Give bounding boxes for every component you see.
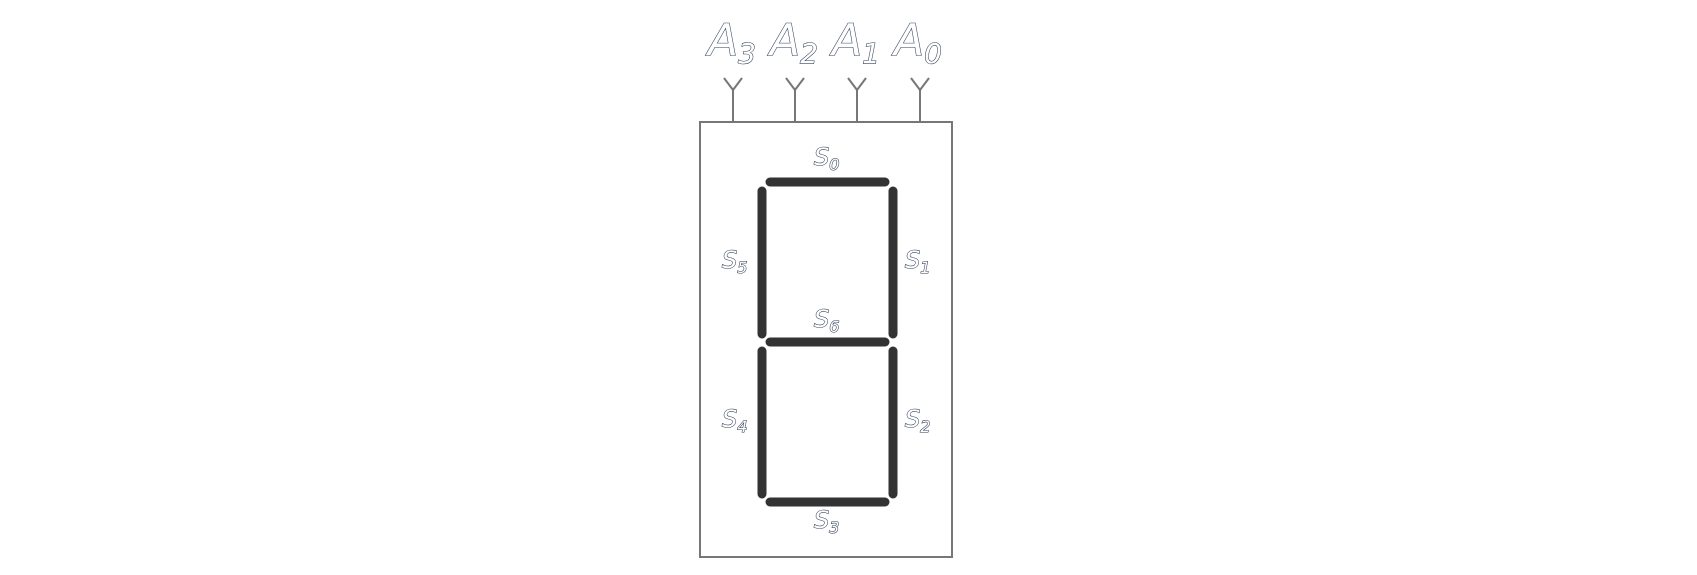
input-pin-a3 — [723, 77, 743, 122]
segment-label-s0: S0 — [814, 143, 839, 174]
input-pin-a0 — [910, 77, 930, 122]
segment-label-s3: S3 — [814, 506, 839, 537]
segment-label-s4: S4 — [722, 405, 747, 436]
input-label-a2: A2 — [767, 15, 818, 70]
input-label-a1: A1 — [829, 15, 880, 70]
segment-label-s1: S1 — [905, 246, 930, 277]
segment-label-s2: S2 — [905, 405, 930, 436]
segment-label-s6: S6 — [814, 305, 839, 336]
display-housing — [699, 121, 953, 558]
input-pin-a2 — [785, 77, 805, 122]
input-label-a3: A3 — [705, 15, 756, 70]
input-label-a0: A0 — [891, 15, 942, 70]
input-pin-a1 — [847, 77, 867, 122]
segment-label-s5: S5 — [722, 246, 747, 277]
